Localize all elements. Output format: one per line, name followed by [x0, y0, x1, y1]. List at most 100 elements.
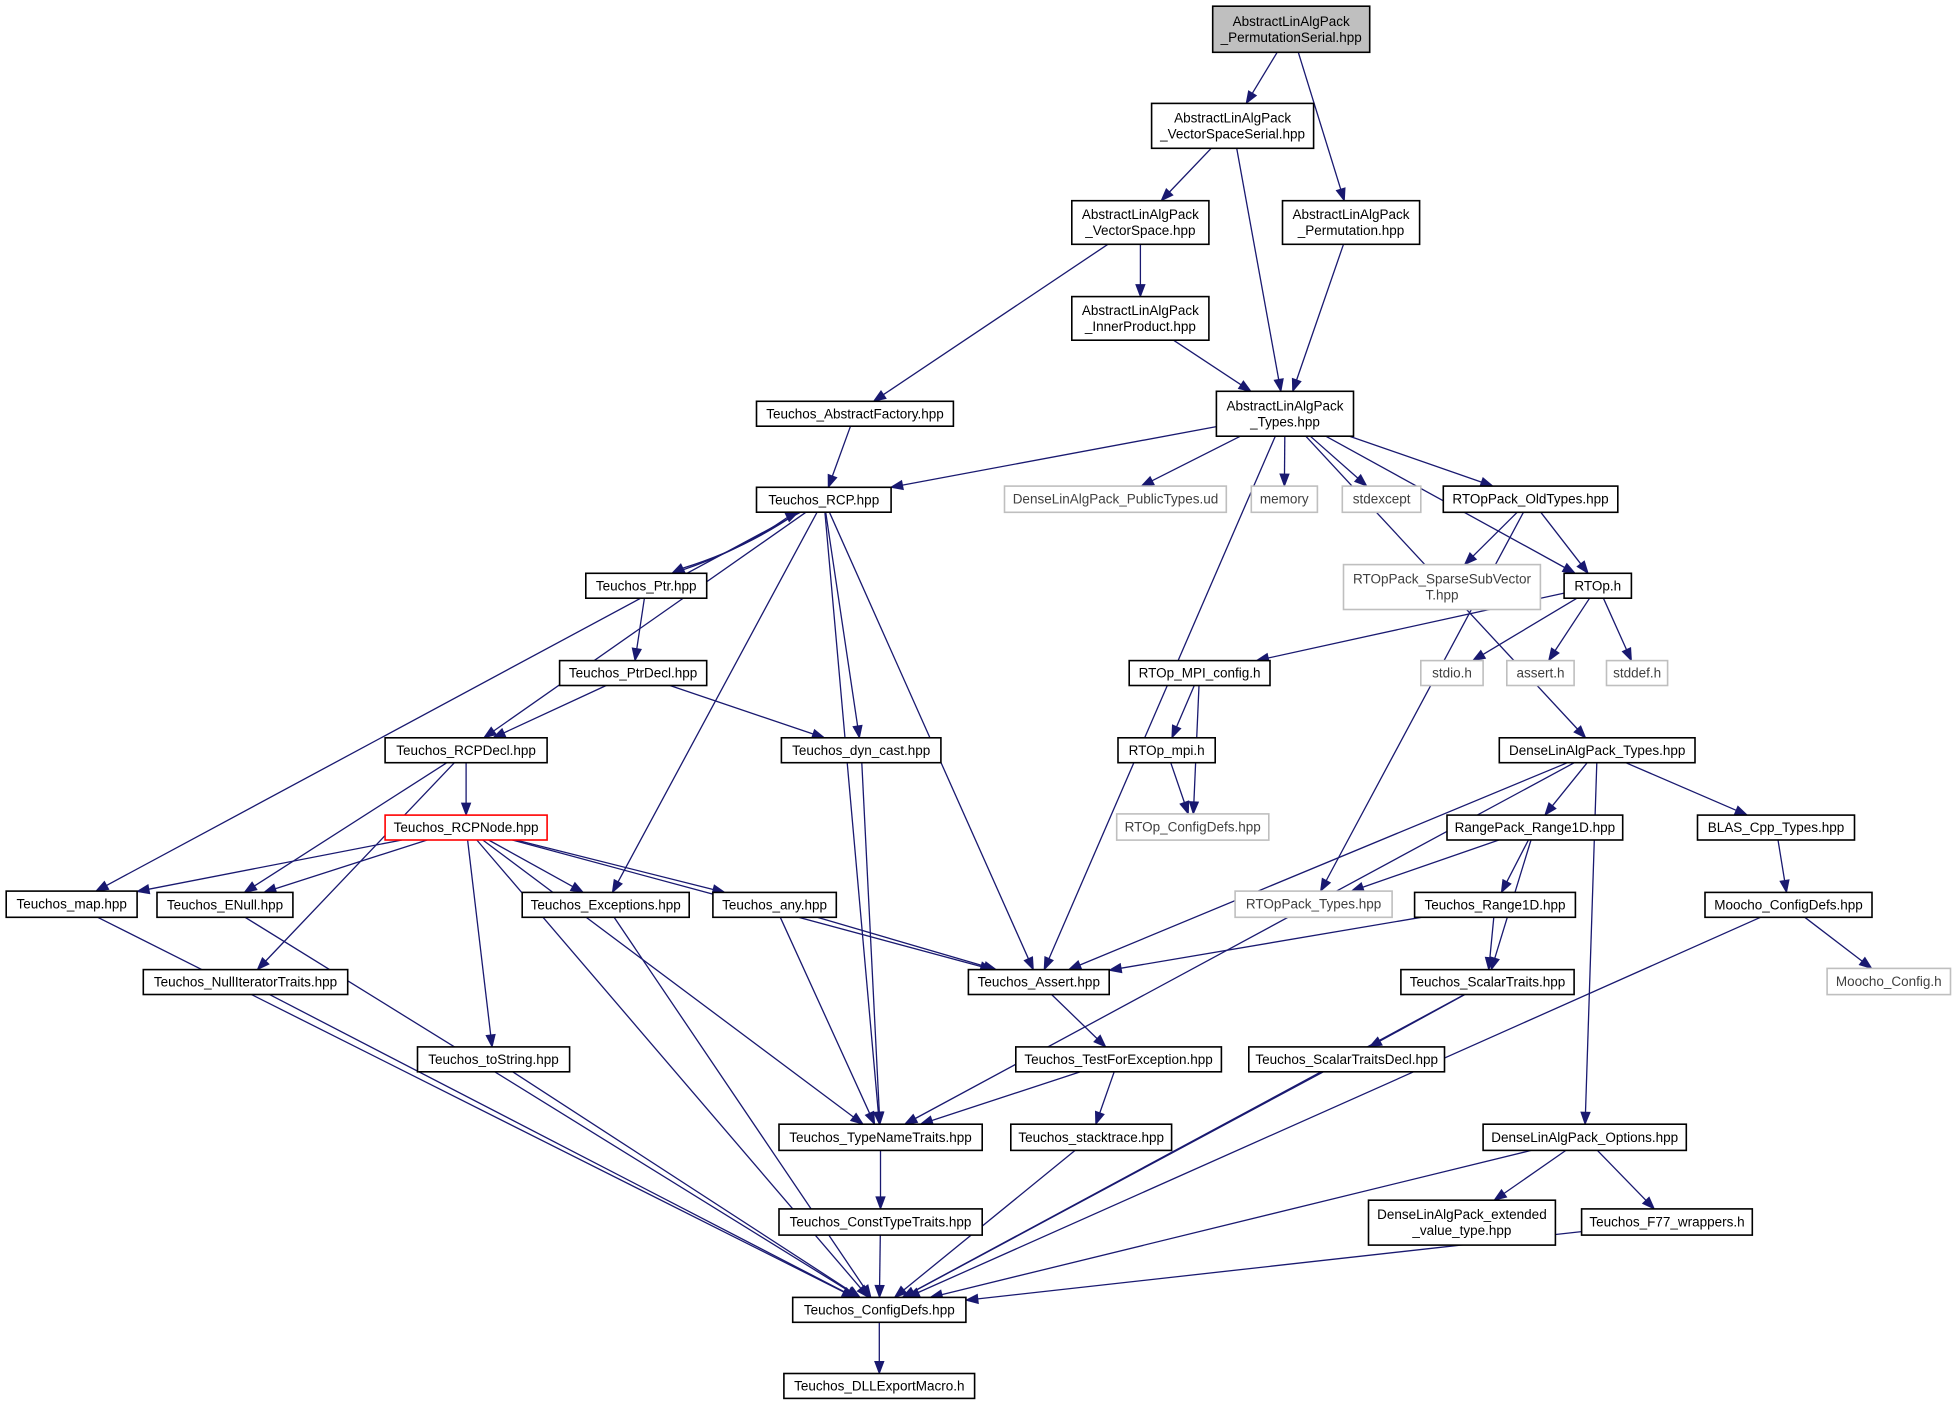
edge-line: [1503, 1149, 1567, 1194]
node-n24[interactable]: DenseLinAlgPack_Types.hpp: [1498, 736, 1696, 764]
node-n2[interactable]: AbstractLinAlgPack_VectorSpaceSerial.hpp: [1150, 102, 1315, 150]
edge-n21-to-n36: [256, 762, 455, 971]
node-n43[interactable]: Teuchos_TypeNameTraits.hpp: [778, 1123, 983, 1152]
node-n23[interactable]: RTOp_mpi.h: [1117, 736, 1216, 764]
node-label: memory: [1260, 492, 1309, 507]
node-n47[interactable]: DenseLinAlgPack_extended_value_type.hpp: [1367, 1199, 1557, 1246]
node-n8[interactable]: Teuchos_RCP.hpp: [755, 486, 892, 513]
node-box: [1234, 890, 1393, 919]
node-n28[interactable]: BLAS_Cpp_Types.hpp: [1696, 814, 1856, 841]
arrowhead: [874, 1111, 885, 1126]
arrowhead: [852, 724, 863, 740]
node-n5[interactable]: AbstractLinAlgPack_InnerProduct.hpp: [1071, 295, 1210, 342]
node-label: Teuchos_any.hpp: [722, 897, 827, 912]
edge-n25-to-n43: [482, 839, 865, 1126]
edge-line: [817, 916, 985, 967]
arrowhead: [874, 1361, 885, 1375]
node-box: [384, 814, 548, 841]
node-n13[interactable]: Teuchos_Ptr.hpp: [584, 572, 708, 599]
node-n27[interactable]: RangePack_Range1D.hpp: [1446, 814, 1624, 841]
edge-n24-to-n45: [1580, 762, 1598, 1126]
node-n44[interactable]: Teuchos_stacktrace.hpp: [1009, 1123, 1173, 1152]
edge-line: [1173, 339, 1242, 386]
node-n37[interactable]: Teuchos_Assert.hpp: [967, 968, 1111, 996]
node-label: Teuchos_AbstractFactory.hpp: [766, 406, 944, 421]
arrowhead: [1500, 878, 1512, 894]
edge-line: [613, 916, 865, 1288]
arrowhead: [1188, 801, 1200, 816]
arrowhead: [964, 1293, 979, 1305]
edge-n36-to-n49: [269, 994, 857, 1299]
node-label: Moocho_ConfigDefs.hpp: [1714, 897, 1863, 912]
node-n45[interactable]: DenseLinAlgPack_Options.hpp: [1482, 1123, 1688, 1152]
edge-n25-to-n31: [488, 839, 585, 894]
edge-line: [275, 839, 428, 890]
node-n25[interactable]: Teuchos_RCPNode.hpp: [384, 814, 548, 841]
node-n48[interactable]: Teuchos_F77_wrappers.h: [1580, 1208, 1754, 1236]
node-n4[interactable]: AbstractLinAlgPack_Permutation.hpp: [1281, 199, 1421, 246]
node-n12[interactable]: RTOpPack_OldTypes.hpp: [1442, 485, 1619, 514]
arrowhead: [1094, 1110, 1105, 1126]
node-n32[interactable]: Teuchos_any.hpp: [712, 891, 838, 919]
edge-line: [1625, 762, 1737, 811]
arrowhead: [849, 1112, 865, 1126]
arrowhead: [1245, 90, 1258, 105]
node-label: Teuchos_Ptr.hpp: [596, 578, 697, 593]
node-label: Teuchos_ConfigDefs.hpp: [804, 1302, 955, 1317]
node-n49[interactable]: Teuchos_ConfigDefs.hpp: [791, 1296, 967, 1324]
node-n38[interactable]: Teuchos_ScalarTraits.hpp: [1400, 968, 1575, 996]
node-n36[interactable]: Teuchos_NullIteratorTraits.hpp: [142, 968, 349, 996]
node-n16[interactable]: Teuchos_PtrDecl.hpp: [558, 659, 708, 687]
node-n30[interactable]: Teuchos_ENull.hpp: [156, 891, 294, 919]
node-box: [1150, 102, 1315, 150]
node-box: [1442, 485, 1619, 514]
edge-line: [1048, 435, 1276, 959]
node-n3[interactable]: AbstractLinAlgPack_VectorSpace.hpp: [1071, 199, 1210, 246]
edge-n40-to-n49: [512, 1071, 862, 1299]
node-n7[interactable]: AbstractLinAlgPack_Types.hpp: [1215, 390, 1355, 437]
edge-n41-to-n43: [919, 1071, 1081, 1126]
edge-line: [779, 917, 871, 1114]
arrowhead: [1067, 960, 1083, 971]
edge-line: [917, 916, 1761, 1294]
edge-n7-to-n11: [1309, 435, 1368, 488]
edge-line: [512, 1071, 851, 1292]
edge-line: [515, 839, 714, 891]
node-label: AbstractLinAlgPack: [1082, 207, 1199, 222]
arrowhead: [810, 728, 826, 739]
node-n17[interactable]: RTOp_MPI_config.h: [1128, 659, 1271, 687]
edge-n23-to-n26: [1170, 762, 1190, 816]
arrowhead: [1479, 477, 1495, 487]
node-box: [1071, 295, 1210, 342]
node-n21[interactable]: Teuchos_RCPDecl.hpp: [384, 736, 548, 764]
edge-n8-to-n31: [611, 511, 818, 894]
edge-line: [1551, 762, 1588, 807]
edge-n46-to-n49: [874, 1235, 885, 1299]
arrowhead: [874, 1284, 885, 1299]
node-label: BLAS_Cpp_Types.hpp: [1708, 820, 1845, 835]
node-n22[interactable]: Teuchos_dyn_cast.hpp: [780, 736, 942, 764]
node-n15[interactable]: RTOp.h: [1563, 572, 1633, 599]
arrowhead: [1858, 956, 1873, 970]
node-box: [1341, 485, 1422, 514]
node-n35[interactable]: Moocho_ConfigDefs.hpp: [1704, 891, 1873, 919]
edge-line: [148, 839, 403, 890]
node-n6[interactable]: Teuchos_AbstractFactory.hpp: [755, 400, 955, 427]
arrowhead: [1547, 647, 1560, 662]
node-n46[interactable]: Teuchos_ConstTypeTraits.hpp: [778, 1208, 983, 1236]
node-label: RTOpPack_SparseSubVector: [1353, 572, 1532, 587]
node-n1[interactable]: AbstractLinAlgPack_PermutationSerial.hpp: [1211, 5, 1371, 54]
node-n50[interactable]: Teuchos_DLLExportMacro.h: [783, 1372, 976, 1400]
arrowhead: [1580, 1111, 1591, 1126]
node-n41[interactable]: Teuchos_TestForException.hpp: [1014, 1046, 1223, 1073]
node-n34[interactable]: Teuchos_Range1D.hpp: [1413, 891, 1577, 919]
node-n29[interactable]: Teuchos_map.hpp: [5, 890, 138, 919]
node-n40[interactable]: Teuchos_toString.hpp: [416, 1046, 571, 1073]
edge-line: [1099, 1071, 1115, 1114]
arrowhead: [1463, 552, 1478, 566]
node-box: [712, 891, 838, 919]
node-label: Teuchos_NullIteratorTraits.hpp: [154, 975, 337, 990]
node-n31[interactable]: Teuchos_Exceptions.hpp: [521, 891, 691, 919]
node-n42[interactable]: Teuchos_ScalarTraitsDecl.hpp: [1248, 1046, 1446, 1073]
